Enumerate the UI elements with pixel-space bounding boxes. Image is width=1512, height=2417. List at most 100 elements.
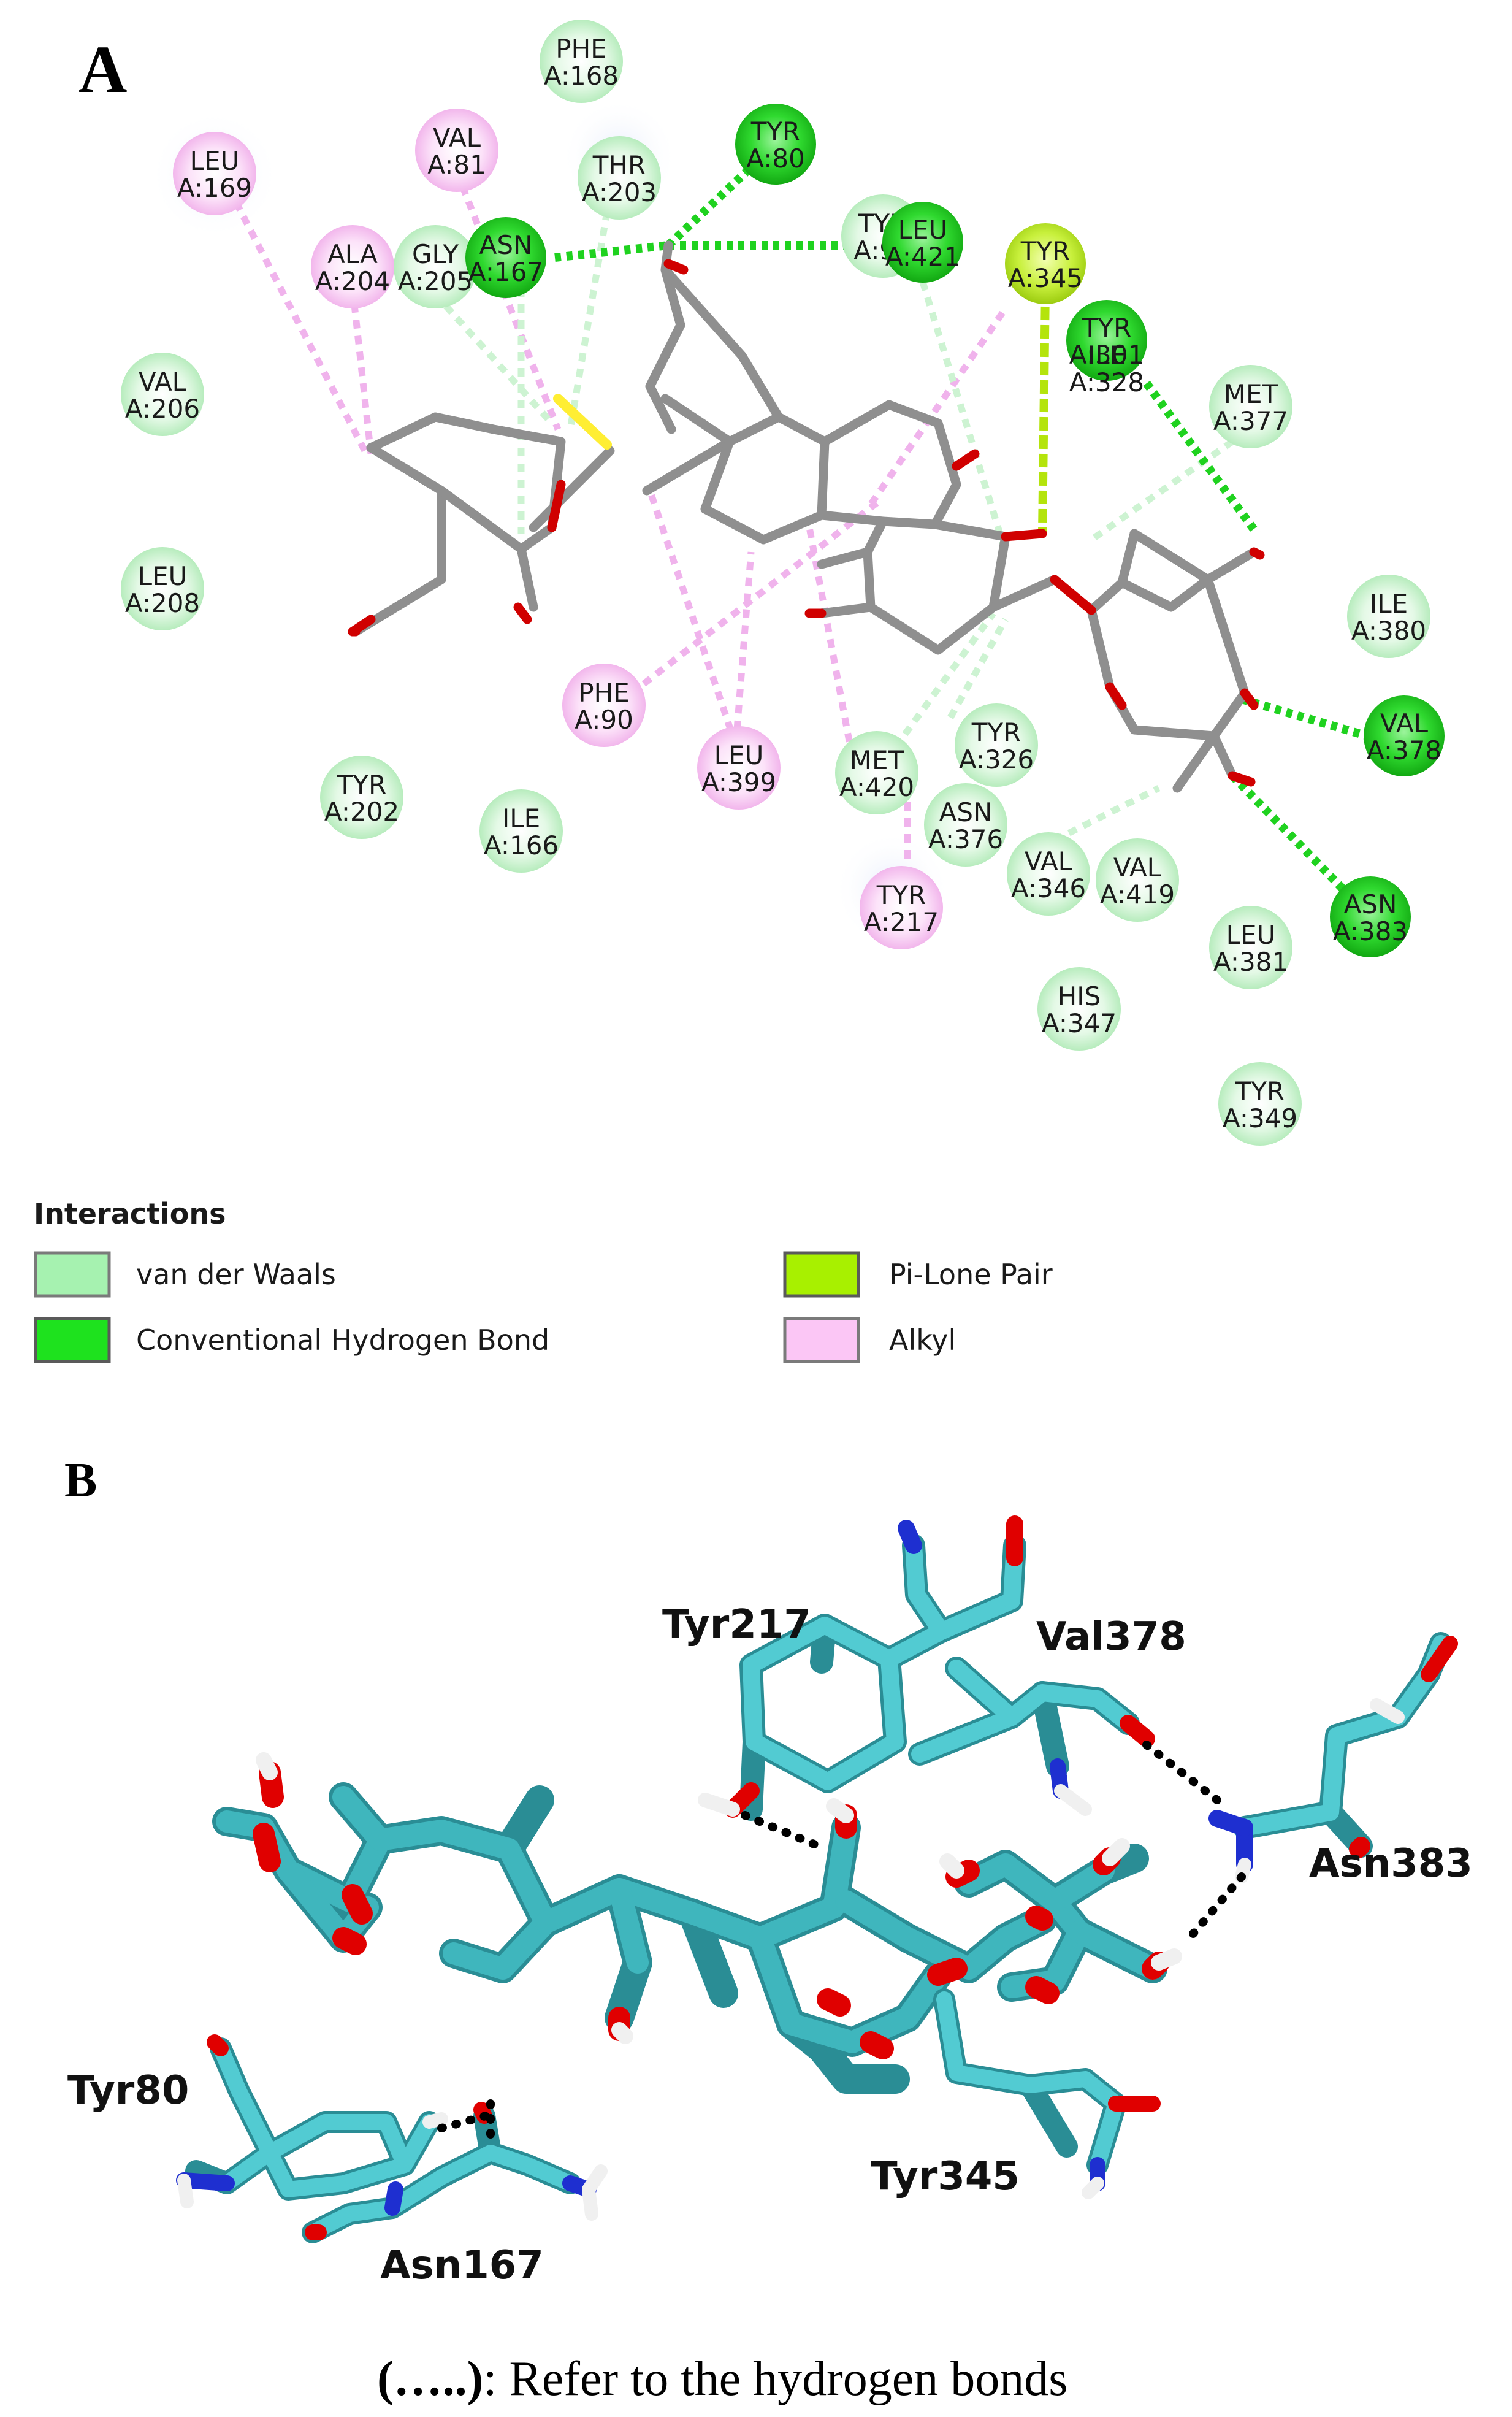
asn383-residue (1208, 1632, 1458, 1883)
residue-id: A:378 (1367, 735, 1441, 765)
residue-id: A:217 (864, 907, 939, 937)
residue-id: A:380 (1351, 616, 1426, 646)
residue-id: A:205 (398, 266, 473, 296)
residue-disc (1037, 967, 1121, 1051)
legend-item-hbond: Conventional Hydrogen Bond (34, 1317, 549, 1363)
label-tyr345: Tyr345 (871, 2154, 1020, 2199)
residue-disc (697, 726, 781, 810)
residue-name: THR (592, 150, 646, 180)
residue-disc (1005, 223, 1086, 304)
residue-disc (1066, 300, 1147, 381)
residue-name: PHE (556, 34, 606, 64)
residue-name: LEU (714, 740, 764, 770)
ligand-2d-structure (348, 240, 1265, 793)
caption: (…..): Refer to the hydrogen bonds (377, 2352, 1067, 2406)
residue-name: MET (850, 745, 904, 775)
residue-id: A:204 (315, 266, 390, 296)
residue-name: TYR (750, 117, 801, 147)
legend-swatch-pilone (783, 1251, 860, 1298)
residue-name: VAL (1025, 846, 1073, 876)
residue-id: A:421 (885, 242, 960, 272)
residue-id: A:206 (125, 394, 200, 424)
residue-disc (735, 104, 816, 185)
residue-disc (320, 756, 403, 839)
residue-id: A:326 (959, 745, 1034, 775)
label-asn167: Asn167 (380, 2243, 544, 2288)
ligand-3d-structure (212, 1752, 1182, 2094)
residue-disc (1218, 1062, 1302, 1146)
residue-disc (860, 866, 943, 949)
residue-id: A:376 (928, 824, 1003, 854)
residue-name: VAL (433, 123, 481, 153)
residue-disc (173, 132, 256, 215)
residue-id: A:167 (468, 257, 543, 287)
residue-id: A:301 (1069, 340, 1144, 370)
legend-item-vdw: van der Waals (34, 1251, 336, 1298)
label-asn383: Asn383 (1309, 1841, 1473, 1886)
residue-id: A:420 (839, 772, 914, 802)
legend-swatch-vdw (34, 1251, 111, 1298)
val378-residue (908, 1657, 1155, 1816)
residue-name: LEU (138, 561, 188, 591)
label-tyr217: Tyr217 (662, 1602, 811, 1647)
tyr345-residue (933, 1988, 1161, 2199)
residue-id: A:208 (125, 588, 200, 618)
caption-dots: (…..) (377, 2352, 483, 2406)
residue-name: TYR (1235, 1076, 1285, 1106)
residue-disc (465, 217, 546, 298)
residue-name: PHE (578, 678, 629, 708)
residue-disc (1330, 876, 1411, 957)
tyr217-residue (698, 1515, 1026, 1821)
residue-disc (394, 225, 477, 308)
pilone-interaction-lines (1005, 288, 1050, 541)
residue-id: A:345 (1008, 263, 1083, 293)
residue-id: A:328 (1069, 367, 1144, 397)
legend-label-vdw: van der Waals (136, 1258, 336, 1291)
alkyl-interaction-lines (233, 170, 1006, 859)
residue-disc (479, 789, 563, 873)
residue-disc (1209, 365, 1292, 448)
residue-id: A:202 (324, 797, 399, 827)
residue-id: A:381 (1213, 947, 1288, 977)
residue-id: A:347 (1042, 1008, 1117, 1038)
residue-name: TYR (876, 880, 926, 910)
panel-b-3d-structure (176, 1515, 1458, 2243)
legend-swatch-alkyl (783, 1317, 860, 1363)
legend-item-alkyl: Alkyl (783, 1317, 956, 1363)
residue-name: LEU (898, 215, 948, 245)
residue-id: A:169 (177, 173, 252, 203)
residue-id: A:399 (701, 767, 776, 797)
residue-disc (955, 703, 1038, 787)
residue-disc (121, 547, 204, 630)
residue-name: ASN (1344, 889, 1397, 919)
residue-id: A:166 (484, 830, 559, 860)
residue-id: A:168 (544, 61, 619, 91)
residue-disc (835, 731, 918, 814)
legend-item-pilone: Pi-Lone Pair (783, 1251, 1053, 1298)
